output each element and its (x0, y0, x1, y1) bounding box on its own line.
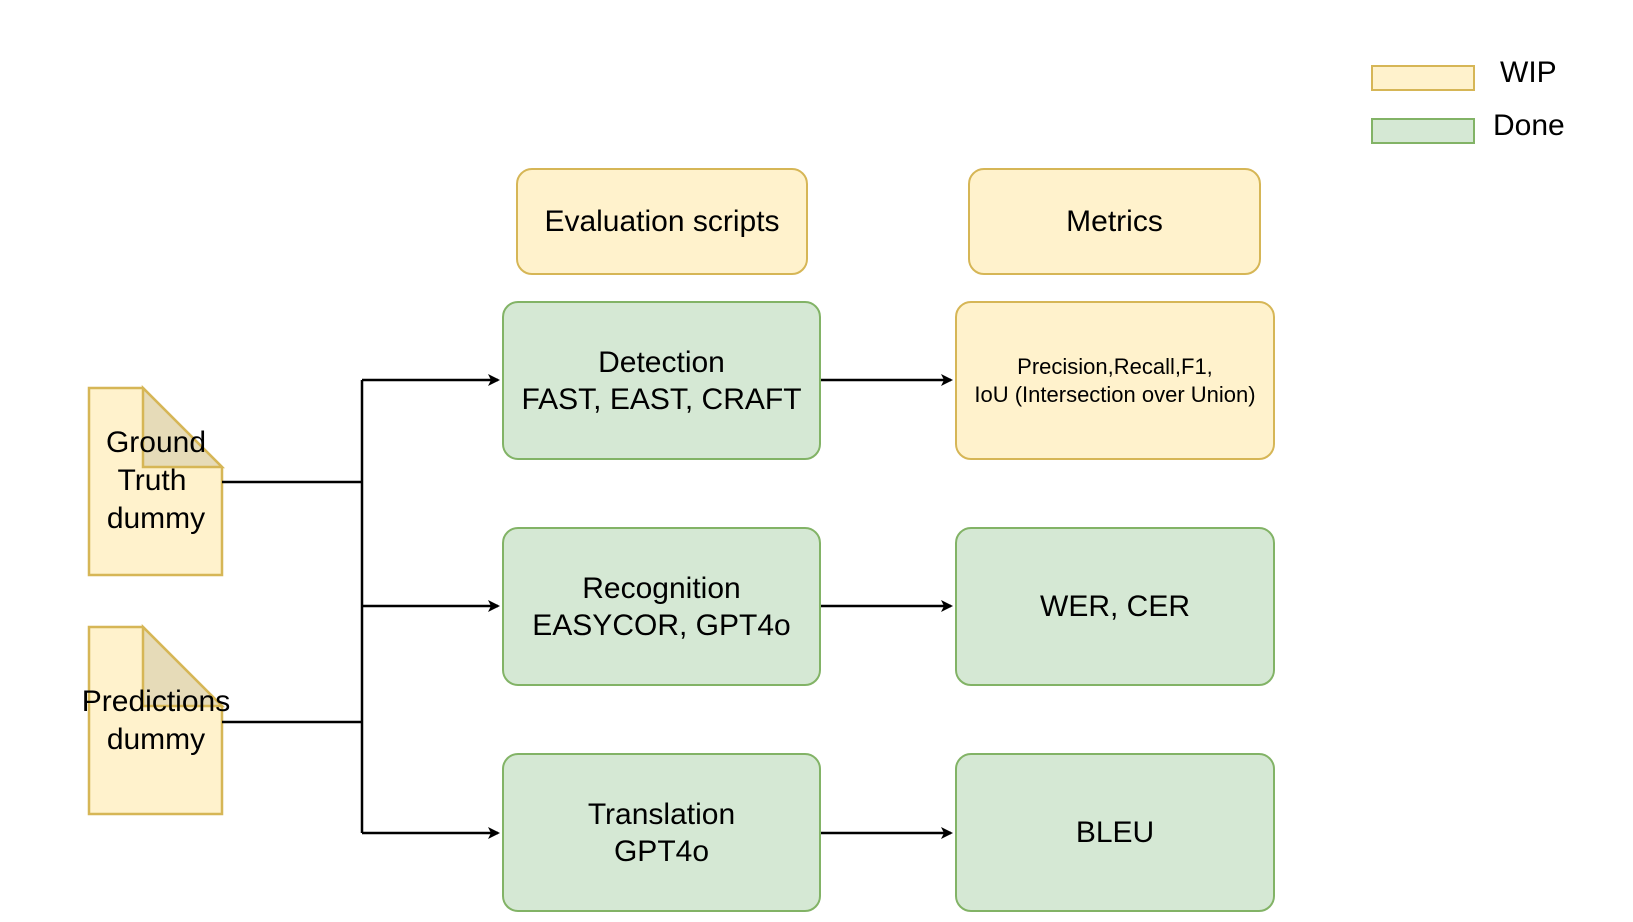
recognition-metrics-label: WER, CER (1040, 589, 1190, 623)
translation-metrics-box: BLEU (955, 753, 1275, 912)
legend-wip-label: WIP (1500, 56, 1557, 89)
recognition-models: EASYCOR, GPT4o (532, 608, 791, 642)
translation-title: Translation (587, 797, 736, 831)
detection-metrics-line1: Precision,Recall,F1, (1017, 353, 1213, 379)
recognition-metrics-box: WER, CER (955, 527, 1275, 686)
ground-truth-document-icon (87, 384, 226, 577)
legend-done-label: Done (1493, 109, 1565, 142)
recognition-title: Recognition (582, 571, 741, 605)
evaluation-scripts-header: Evaluation scripts (516, 168, 808, 275)
legend-done-swatch (1371, 118, 1475, 144)
detection-title: Detection (598, 345, 725, 379)
detection-metrics-line2: IoU (Intersection over Union) (974, 381, 1256, 407)
detection-box: Detection FAST, EAST, CRAFT (502, 301, 821, 460)
predictions-label: Predictions dummy (81, 685, 231, 756)
detection-metrics-box: Precision,Recall,F1, IoU (Intersection o… (955, 301, 1275, 460)
translation-metrics-label: BLEU (1075, 815, 1155, 849)
translation-models: GPT4o (613, 834, 710, 868)
predictions-document-icon (87, 623, 226, 816)
ground-truth-label: Ground Truth dummy (105, 426, 207, 535)
translation-box: Translation GPT4o (502, 753, 821, 912)
metrics-header: Metrics (968, 168, 1261, 275)
legend-wip-swatch (1371, 65, 1475, 91)
detection-models: FAST, EAST, CRAFT (521, 382, 802, 416)
recognition-box: Recognition EASYCOR, GPT4o (502, 527, 821, 686)
